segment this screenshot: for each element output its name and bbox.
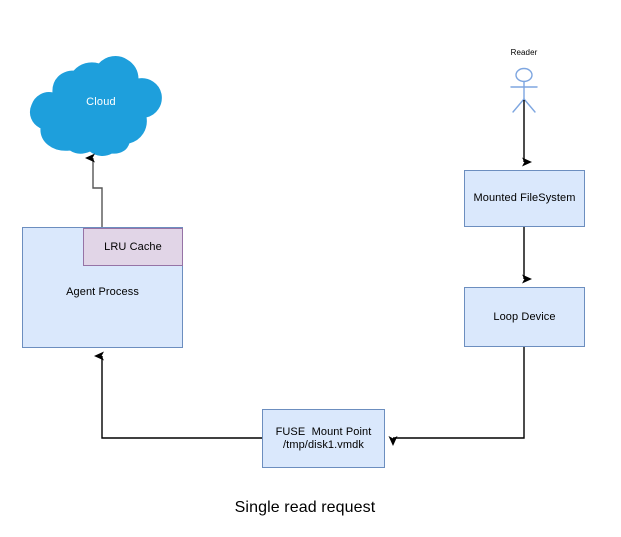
reader-label: Reader xyxy=(510,48,538,57)
loop-device-label: Loop Device xyxy=(493,310,556,323)
node-loop-device[interactable]: Loop Device xyxy=(464,287,585,347)
diagram-caption: Single read request xyxy=(234,499,376,516)
fuse-mount-point-label-line2: /tmp/disk1.vmdk xyxy=(283,438,364,451)
edge-fuse-mount-point-to-agent-process xyxy=(94,351,262,439)
agent-process-label: Agent Process xyxy=(66,286,139,298)
cloud-label: Cloud xyxy=(86,96,116,108)
mounted-filesystem-label: Mounted FileSystem xyxy=(473,192,576,204)
node-fuse-mount-point[interactable]: FUSE Mount Point /tmp/disk1.vmdk xyxy=(262,409,385,468)
edge-lru-cache-to-cloud xyxy=(85,153,103,228)
lru-cache-label: LRU Cache xyxy=(104,240,162,253)
fuse-mount-point-label-line1: FUSE Mount Point xyxy=(275,425,372,438)
actor-icon xyxy=(510,67,538,113)
edge-loop-device-to-fuse-mount-point xyxy=(388,347,525,446)
node-mounted-filesystem[interactable]: Mounted FileSystem xyxy=(464,170,585,227)
node-lru-cache[interactable]: LRU Cache xyxy=(83,228,183,266)
cloud-shape xyxy=(29,56,162,156)
